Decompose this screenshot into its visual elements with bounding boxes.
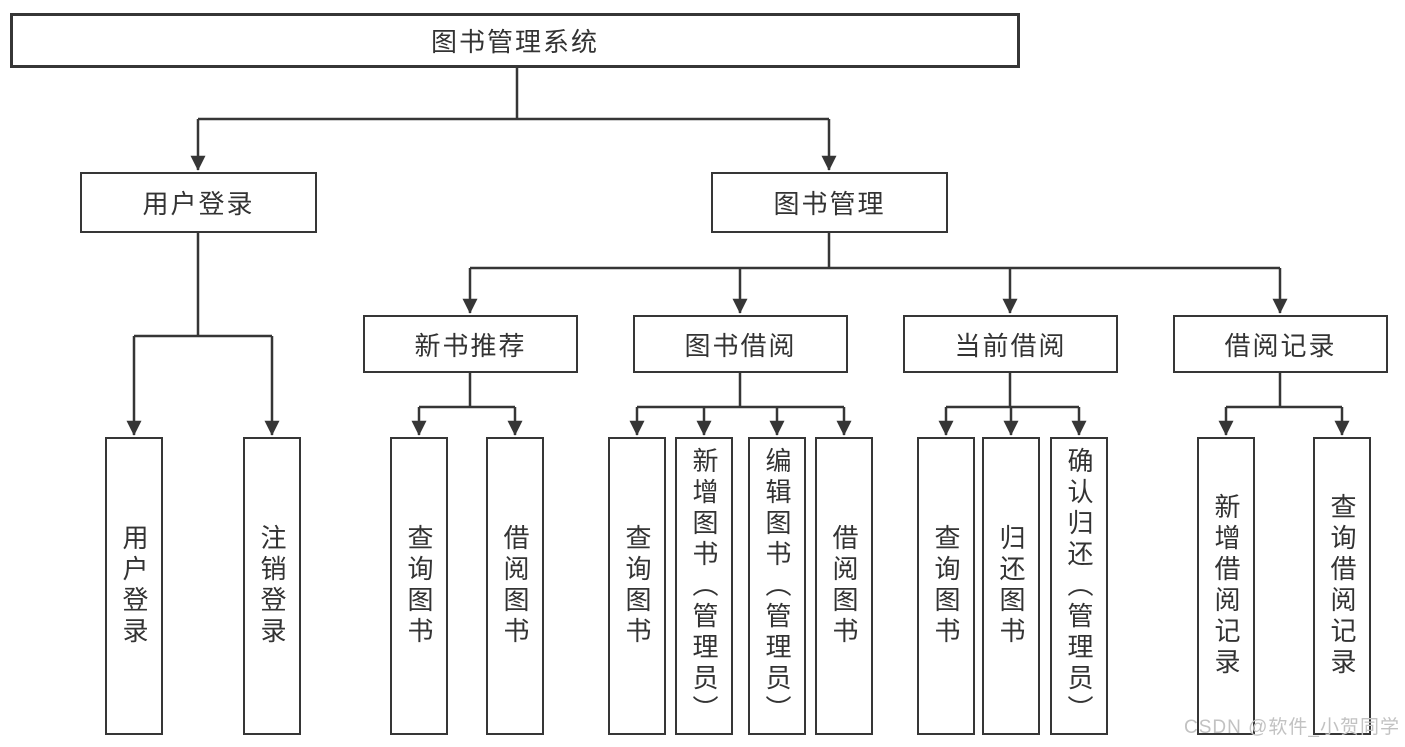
node-book-borrow-label: 图书借阅 <box>684 330 797 361</box>
leaf-query-books-borrow-label: 查询图书 <box>622 524 652 648</box>
node-current-borrow-label: 当前借阅 <box>954 330 1067 361</box>
leaf-add-borrow-record: 新增借阅记录 <box>1197 437 1255 735</box>
node-book-management-label: 图书管理 <box>773 189 886 219</box>
leaf-borrow-books: 借阅图书 <box>815 437 873 735</box>
connector-book-borrow-branch <box>637 373 844 409</box>
leaf-user-login-label: 用户登录 <box>119 524 149 648</box>
leaf-query-books-recommend: 查询图书 <box>390 437 448 735</box>
leaf-user-login: 用户登录 <box>105 437 163 735</box>
node-user-login: 用户登录 <box>80 172 317 233</box>
node-root: 图书管理系统 <box>10 13 1020 68</box>
node-root-label: 图书管理系统 <box>430 27 599 57</box>
leaf-query-borrow-record: 查询借阅记录 <box>1313 437 1371 735</box>
node-book-management: 图书管理 <box>711 172 948 233</box>
leaf-borrow-books-label: 借阅图书 <box>829 524 859 648</box>
leaf-query-borrow-record-label: 查询借阅记录 <box>1327 493 1357 679</box>
node-new-book-recommend-label: 新书推荐 <box>414 330 527 361</box>
leaf-return-books-label: 归还图书 <box>996 524 1026 648</box>
csdn-watermark: CSDN @软件_小贺同学 <box>1184 717 1400 738</box>
leaf-logout-label: 注销登录 <box>257 524 287 648</box>
leaf-confirm-return-admin: 确认归还（管理员） <box>1050 437 1108 735</box>
connector-book-management-branch <box>470 233 1280 270</box>
connector-user-login-branch <box>134 233 272 338</box>
connector-current-borrow-branch <box>946 373 1079 409</box>
leaf-query-books-current-label: 查询图书 <box>931 524 961 648</box>
node-new-book-recommend: 新书推荐 <box>363 315 578 373</box>
node-user-login-label: 用户登录 <box>142 189 255 219</box>
leaf-add-borrow-record-label: 新增借阅记录 <box>1211 493 1241 679</box>
node-book-borrow: 图书借阅 <box>633 315 848 373</box>
leaf-query-books-recommend-label: 查询图书 <box>404 524 434 648</box>
leaf-borrow-books-recommend: 借阅图书 <box>486 437 544 735</box>
connector-borrow-records-branch <box>1226 373 1342 409</box>
leaf-query-books-borrow: 查询图书 <box>608 437 666 735</box>
leaf-return-books: 归还图书 <box>982 437 1040 735</box>
leaf-add-book-admin-label: 新增图书（管理员） <box>689 446 719 726</box>
leaf-confirm-return-admin-label: 确认归还（管理员） <box>1064 446 1094 726</box>
leaf-add-book-admin: 新增图书（管理员） <box>675 437 733 735</box>
connector-group <box>126 68 1350 436</box>
node-borrow-records: 借阅记录 <box>1173 315 1388 373</box>
connector-root-branch <box>198 68 829 121</box>
node-borrow-records-label: 借阅记录 <box>1224 330 1337 361</box>
leaf-edit-book-admin-label: 编辑图书（管理员） <box>762 446 792 726</box>
leaf-edit-book-admin: 编辑图书（管理员） <box>748 437 806 735</box>
leaf-query-books-current: 查询图书 <box>917 437 975 735</box>
connector-new-book-branch <box>419 373 515 409</box>
leaf-borrow-books-recommend-label: 借阅图书 <box>500 524 530 648</box>
leaf-logout: 注销登录 <box>243 437 301 735</box>
node-current-borrow: 当前借阅 <box>903 315 1118 373</box>
